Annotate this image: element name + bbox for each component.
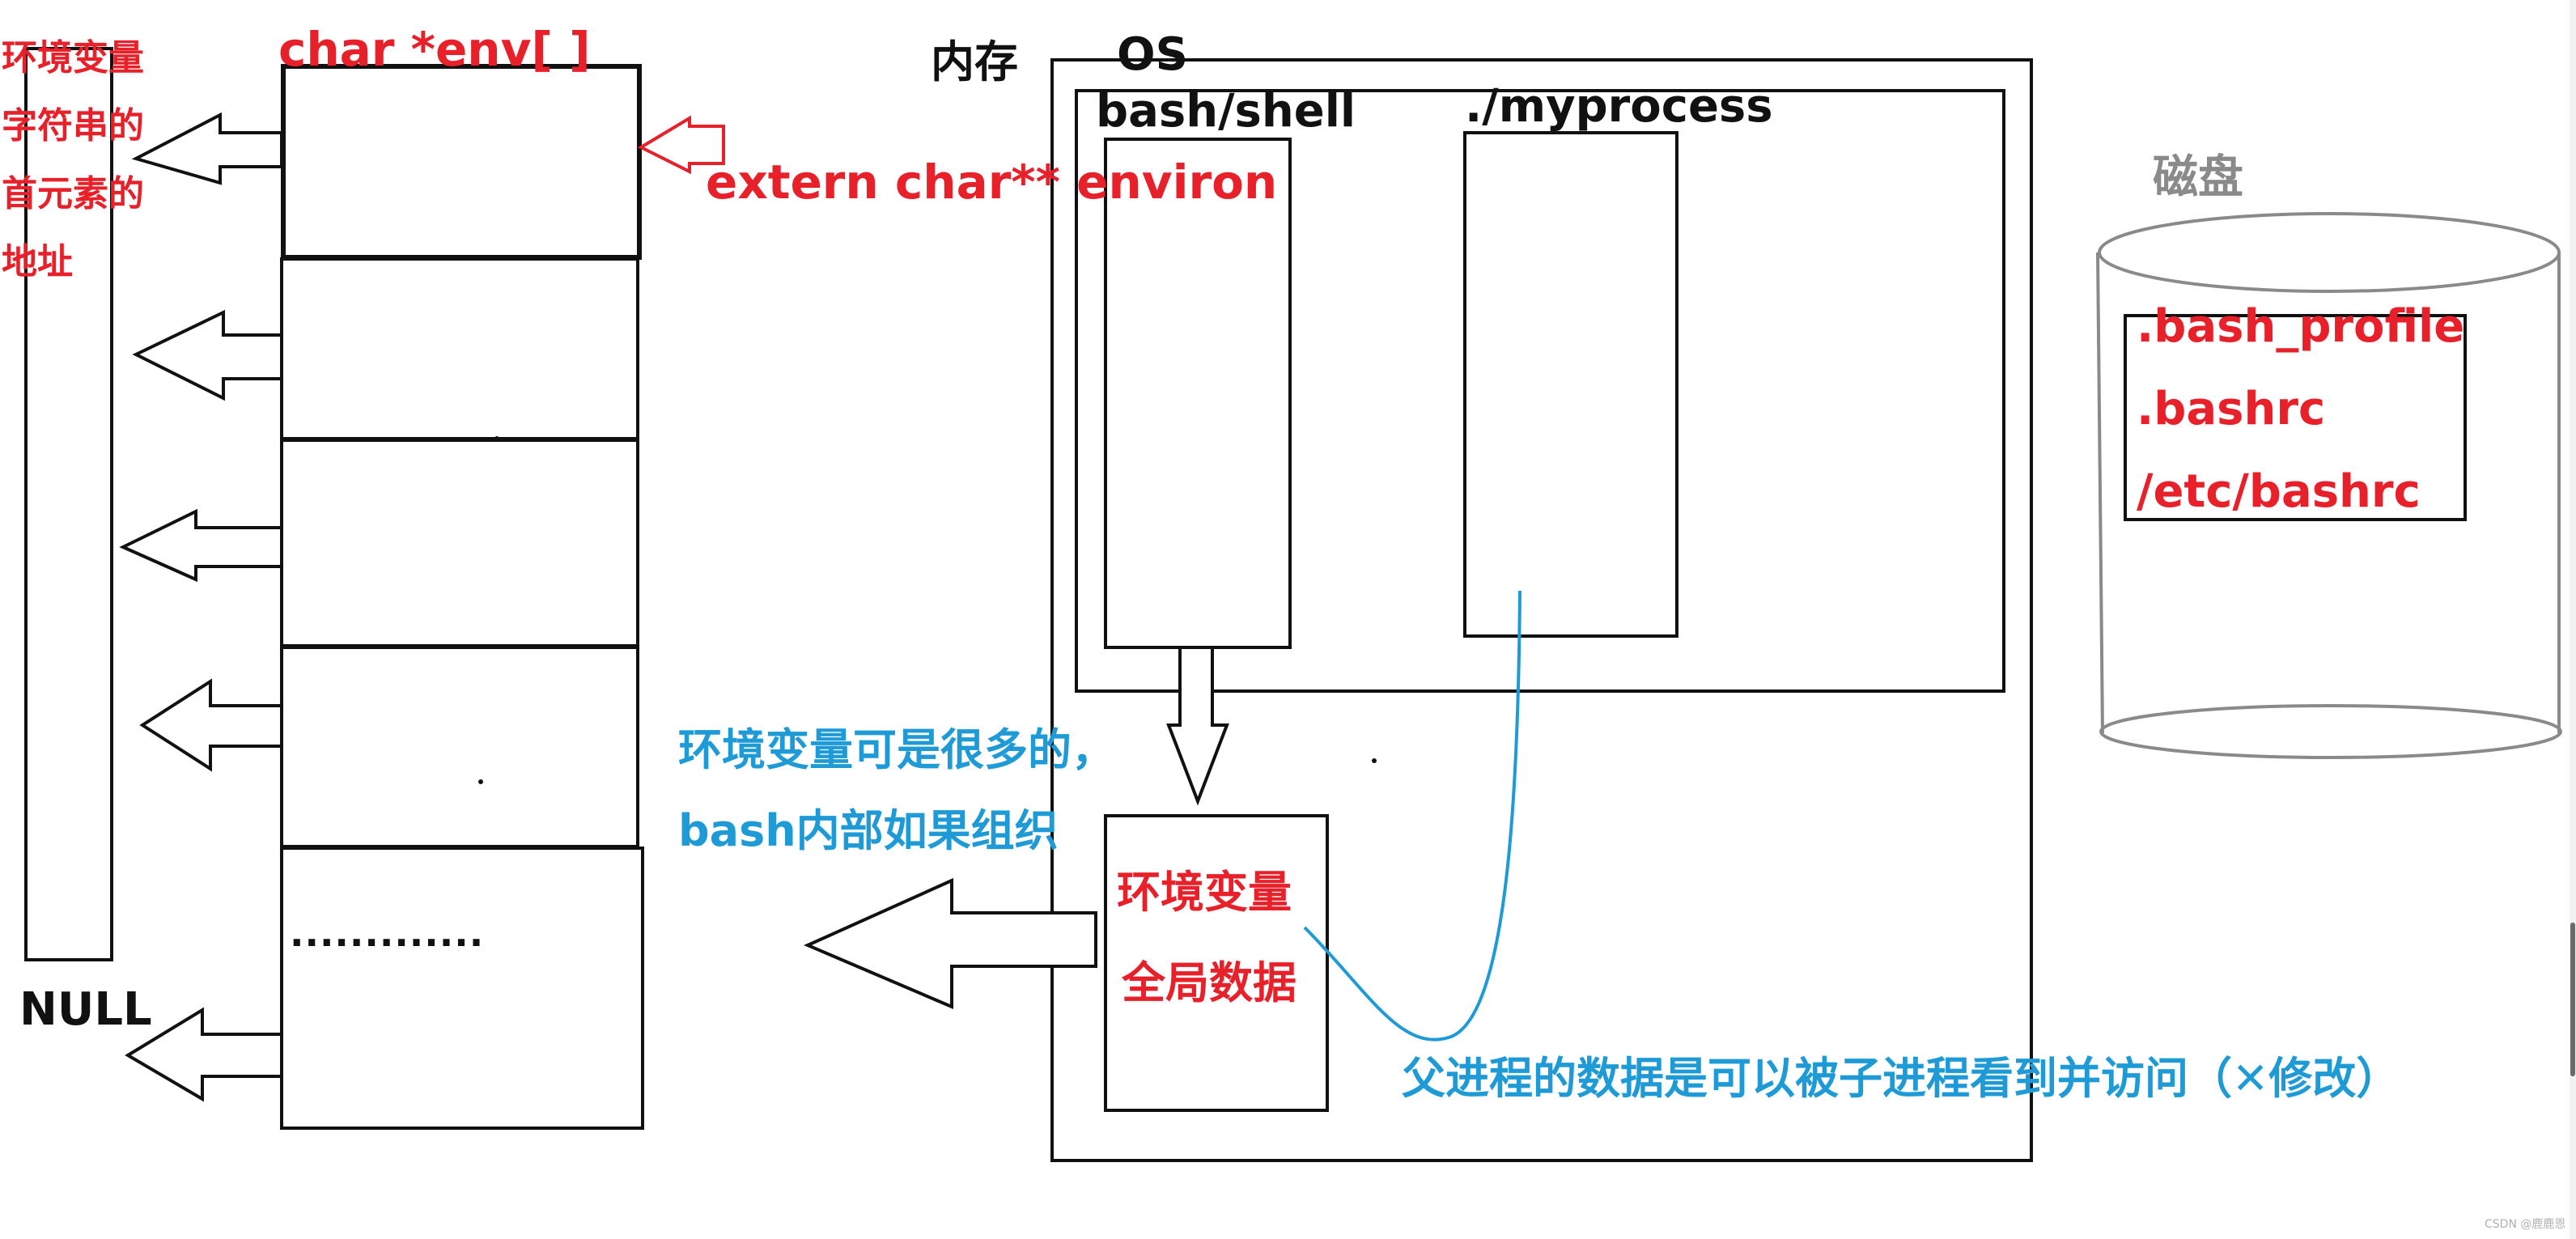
env-slot-2 (280, 257, 639, 440)
disk-file: .bashrc (2137, 383, 2326, 435)
environ-label: extern char** environ (706, 155, 1278, 210)
organize-note-line: bash内部如果组织 (678, 805, 1059, 856)
bash-label: bash/shell (1096, 85, 1356, 138)
arrow-env-global (804, 877, 1097, 1010)
disk-file: /etc/bashrc (2137, 465, 2421, 518)
os-label: OS (1117, 28, 1188, 81)
arrow-slot-4 (139, 678, 283, 772)
os-region (1075, 89, 2005, 693)
ellipsis-label: ............. (290, 911, 485, 955)
arrow-null (125, 1007, 283, 1102)
scrollbar[interactable] (2570, 0, 2576, 1239)
side-note-line: 首元素的 (2, 173, 144, 214)
disk-file: .bash_profile (2137, 300, 2465, 353)
arrow-down-bash (1166, 646, 1229, 806)
arrow-slot-3 (119, 508, 283, 583)
disk-cylinder (2096, 212, 2562, 759)
side-note-line: 字符串的 (2, 105, 144, 146)
inherit-note: 父进程的数据是可以被子进程看到并访问（✕修改） (1402, 1053, 2400, 1104)
side-note-line: 环境变量 (2, 37, 144, 78)
memory-label: 内存 (931, 36, 1018, 87)
env-global-box (1104, 814, 1329, 1112)
arrow-slot-1 (131, 112, 283, 185)
disk-file-box (2124, 314, 2467, 521)
env-box-line: 全局数据 (1122, 957, 1296, 1008)
env-slot-1 (281, 64, 642, 260)
bash-process-box (1104, 138, 1292, 649)
memory-box (1050, 58, 2033, 1162)
env-slot-ellipsis (280, 847, 644, 1130)
null-label: NULL (19, 983, 152, 1036)
env-box-line: 环境变量 (1117, 867, 1292, 918)
side-note-line: 地址 (2, 241, 73, 282)
inherit-curve (1303, 590, 1521, 1042)
env-array-title: char *env[ ] (278, 22, 591, 77)
organize-note-line: 环境变量可是很多的， (678, 724, 1115, 775)
env-slot-4 (280, 646, 639, 848)
myprocess-label: ./myprocess (1465, 80, 1773, 133)
env-slot-3 (280, 439, 639, 647)
disk-label: 磁盘 (2153, 151, 2243, 204)
scrollbar-thumb[interactable] (2570, 923, 2575, 1076)
myprocess-box (1463, 131, 1678, 638)
arrow-slot-2 (132, 309, 283, 401)
watermark: CSDN @鹿鹿恩 (2485, 1218, 2566, 1231)
string-address-strip (24, 47, 113, 961)
environ-arrow (637, 115, 725, 175)
